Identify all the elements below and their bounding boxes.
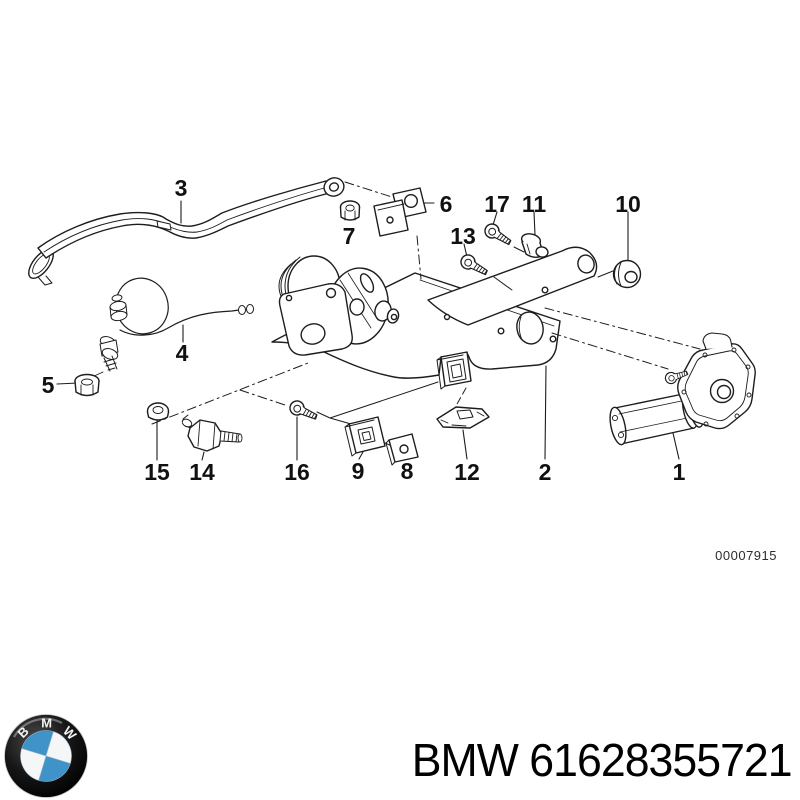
callout-11: 11 <box>522 191 547 217</box>
part-3-wiper-arm <box>28 177 345 286</box>
callout-2: 2 <box>539 459 552 485</box>
part-14-coupling <box>181 414 243 452</box>
bmw-logo: B M W <box>4 714 88 798</box>
part-17-screw <box>481 220 515 250</box>
part-7-nut <box>339 200 361 221</box>
callout-15: 15 <box>144 459 170 485</box>
callout-1: 1 <box>673 459 686 485</box>
part-4-cable <box>91 277 254 378</box>
quadrant-top-left-blue <box>21 730 54 757</box>
callout-16: 16 <box>284 459 310 485</box>
callout-8: 8 <box>401 458 414 484</box>
callout-12: 12 <box>454 459 480 485</box>
part-5-grommet <box>74 373 100 397</box>
callout-3: 3 <box>175 175 188 201</box>
quadrant-bottom-left-white <box>20 748 47 781</box>
part-15-nut <box>146 402 170 421</box>
callout-17: 17 <box>484 191 510 217</box>
part-1-wiper-motor <box>609 332 756 446</box>
crank-assembly <box>278 255 400 356</box>
callout-14: 14 <box>189 459 215 485</box>
part-13-screw <box>457 251 491 280</box>
callout-5: 5 <box>42 372 55 398</box>
logo-quadrants <box>20 730 72 782</box>
callout-6: 6 <box>440 191 453 217</box>
part-2-console-bracket <box>271 246 598 390</box>
construction-lines <box>151 181 701 447</box>
callout-4: 4 <box>176 340 189 366</box>
callout-10: 10 <box>615 191 641 217</box>
part-12-clip <box>436 406 490 429</box>
part-16-screw <box>286 397 321 425</box>
callout-9: 9 <box>352 458 365 484</box>
part-8-pad <box>385 433 419 466</box>
part-number-caption: BMW 61628355721 <box>412 734 793 786</box>
callout-7: 7 <box>343 223 356 249</box>
part-10-grommet <box>612 259 642 289</box>
part-6-bracket <box>373 187 427 237</box>
callout-labels: 1 2 3 4 5 6 7 8 9 10 11 12 13 14 15 16 1… <box>42 175 686 485</box>
svg-text:M: M <box>41 715 52 730</box>
quadrant-bottom-right-blue <box>38 755 71 782</box>
document-number: 00007915 <box>715 548 777 563</box>
part-9-square-grommet <box>344 416 386 457</box>
part-11-bushing <box>520 233 549 258</box>
callout-13: 13 <box>450 223 476 249</box>
quadrant-top-right-white <box>45 731 72 764</box>
